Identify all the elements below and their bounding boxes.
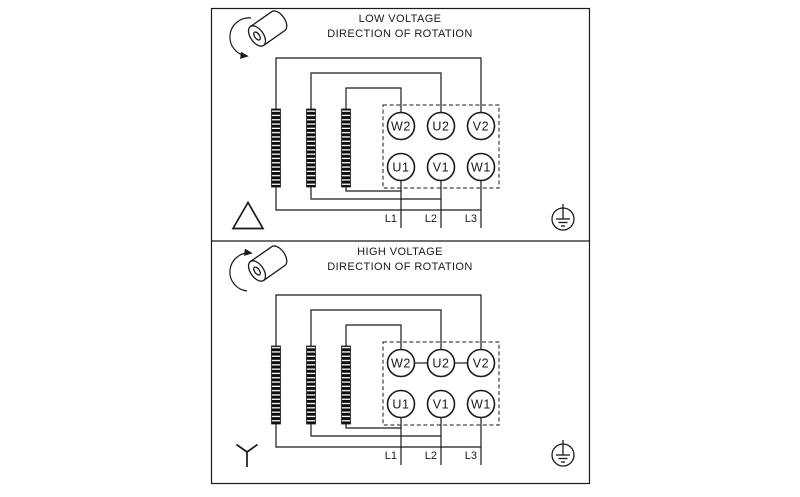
terminal-label: U1	[392, 161, 409, 175]
delta-connection-icon	[231, 200, 265, 230]
rotation-direction-icon	[229, 245, 288, 292]
terminal-u2: U2	[426, 111, 456, 141]
supply-line-label-l3: L3	[465, 450, 477, 462]
terminal-label: U1	[392, 398, 409, 412]
low-voltage-subtitle: DIRECTION OF ROTATION	[327, 28, 473, 40]
ground-icon	[551, 440, 575, 467]
terminal-w2: W2	[386, 348, 416, 378]
terminal-u1: U1	[386, 152, 416, 182]
jumper-bar	[341, 108, 351, 188]
terminal-label: V2	[473, 120, 490, 134]
terminal-label: W2	[391, 357, 411, 371]
terminal-v1: V1	[426, 152, 456, 182]
terminal-label: V1	[433, 161, 450, 175]
terminal-v2: V2	[466, 348, 496, 378]
wire-u2-v1	[310, 72, 442, 200]
wire-w2-u1	[345, 87, 402, 192]
supply-line-label-l1: L1	[385, 213, 397, 225]
supply-line-label-l3: L3	[465, 213, 477, 225]
jumper-bar	[271, 345, 281, 425]
supply-line-label-l1: L1	[385, 450, 397, 462]
terminal-u2: U2	[426, 348, 456, 378]
shaft-icon	[247, 245, 288, 282]
terminal-v1: V1	[426, 389, 456, 419]
high-voltage-subtitle: DIRECTION OF ROTATION	[327, 261, 473, 273]
rotation-arrow-icon	[229, 17, 252, 59]
wire-u2-v1	[310, 309, 442, 437]
wire-w2-u1	[345, 324, 402, 429]
terminal-label: V1	[433, 398, 450, 412]
terminal-label: V2	[473, 357, 490, 371]
supply-line-label-l2: L2	[425, 213, 437, 225]
jumper-bar	[306, 345, 316, 425]
terminal-box-outline	[382, 104, 500, 189]
terminal-w1: W1	[466, 152, 496, 182]
terminal-label: U2	[432, 120, 449, 134]
terminal-w1: W1	[466, 389, 496, 419]
terminal-label: W1	[471, 161, 491, 175]
supply-line-label-l2: L2	[425, 450, 437, 462]
terminal-box-outline	[382, 341, 500, 426]
terminal-w2: W2	[386, 111, 416, 141]
terminal-label: U2	[432, 357, 449, 371]
wye-connection-icon	[236, 443, 258, 467]
high-voltage-panel: HIGH VOLTAGE DIRECTION OF ROTATION	[229, 245, 575, 467]
wire-v2-w1	[275, 294, 482, 448]
terminal-label: W1	[471, 398, 491, 412]
wire-v2-w1	[275, 57, 482, 211]
jumper-bar	[341, 345, 351, 425]
terminal-v2: V2	[466, 111, 496, 141]
shaft-icon	[247, 10, 288, 47]
terminal-u1: U1	[386, 389, 416, 419]
low-voltage-title: LOW VOLTAGE	[359, 13, 442, 25]
low-voltage-panel: LOW VOLTAGE DIRECTION OF ROTATION W2	[229, 10, 575, 231]
jumper-bar	[306, 108, 316, 188]
ground-icon	[551, 204, 575, 231]
rotation-direction-icon	[229, 10, 288, 59]
high-voltage-title: HIGH VOLTAGE	[357, 246, 443, 258]
rotation-arrow-icon	[229, 248, 253, 292]
terminal-label: W2	[391, 120, 411, 134]
jumper-bar	[271, 108, 281, 188]
